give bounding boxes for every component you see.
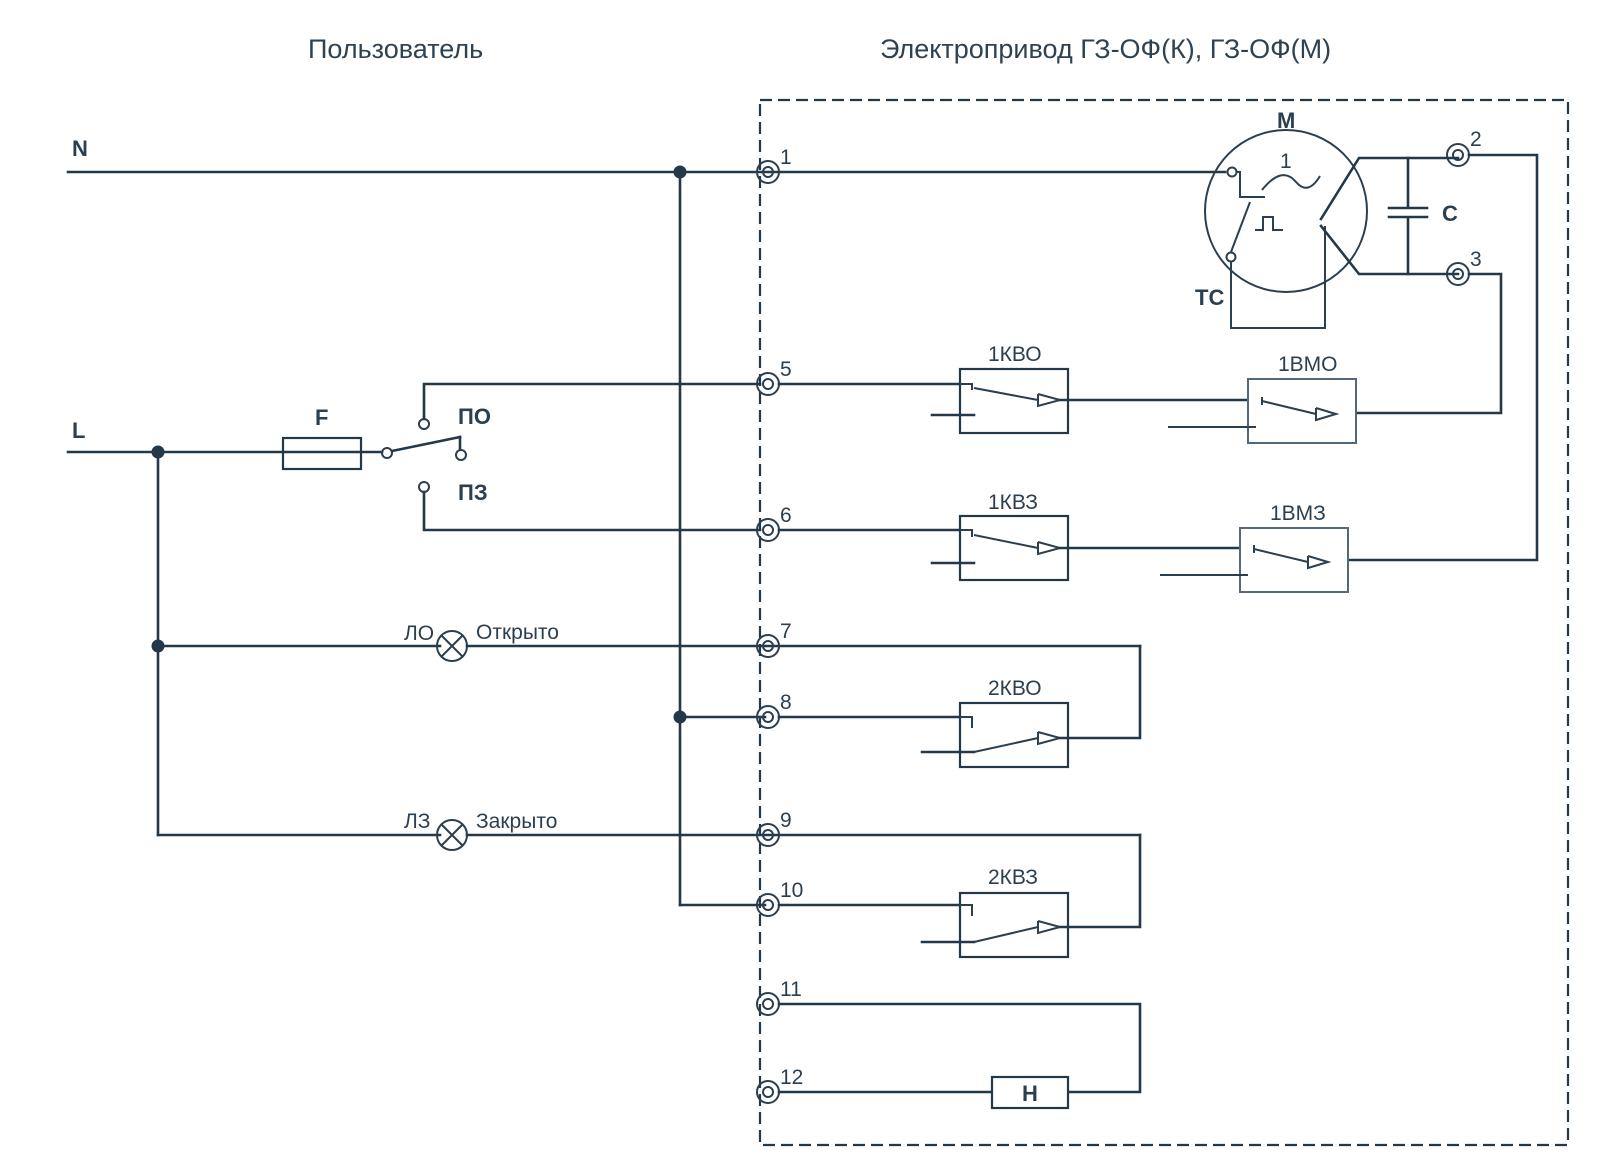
phase-label: L bbox=[72, 418, 85, 443]
capacitor-label: С bbox=[1442, 201, 1458, 226]
header-actuator: Электропривод ГЗ-ОФ(К), ГЗ-ОФ(М) bbox=[880, 34, 1331, 64]
terminal-1-label: 1 bbox=[780, 146, 792, 169]
switch-pivot bbox=[381, 447, 393, 459]
terminal-8-label: 8 bbox=[780, 691, 792, 714]
neutral-label: N bbox=[72, 136, 88, 161]
terminal-10-label: 10 bbox=[780, 879, 803, 902]
lamp-open-id: ЛО bbox=[404, 622, 434, 645]
terminal-9-label: 9 bbox=[780, 809, 792, 832]
switch-open-label: ПО bbox=[458, 404, 491, 429]
switch-1vmz bbox=[1239, 527, 1349, 593]
junction-dot bbox=[673, 165, 687, 179]
fuse-label: F bbox=[315, 405, 328, 430]
switch-1vmo-label: 1ВМО bbox=[1278, 353, 1338, 376]
lamp-close-id: ЛЗ bbox=[404, 810, 430, 833]
switch-contact-open bbox=[418, 418, 430, 430]
terminal-2 bbox=[1446, 143, 1470, 167]
header-user: Пользователь bbox=[308, 34, 483, 64]
heater bbox=[990, 1075, 1070, 1110]
heater-label: Н bbox=[1022, 1081, 1038, 1106]
switch-2kvo-label: 2КВО bbox=[988, 677, 1042, 700]
fuse bbox=[281, 436, 363, 471]
thermal-contact bbox=[1230, 201, 1251, 253]
lamp-open-text: Открыто bbox=[476, 621, 559, 644]
terminal-5-label: 5 bbox=[780, 358, 792, 381]
terminal-11-label: 11 bbox=[780, 978, 802, 1001]
terminal-1 bbox=[756, 160, 780, 184]
terminal-7-label: 7 bbox=[780, 620, 792, 643]
switch-blade bbox=[390, 435, 462, 453]
motor bbox=[1204, 129, 1368, 293]
actuator-enclosure bbox=[758, 98, 1570, 1147]
motor-winding-label: 1 bbox=[1280, 150, 1292, 173]
terminal-6-label: 6 bbox=[780, 504, 792, 527]
lamp-close-text: Закрыто bbox=[476, 810, 557, 833]
junction-dot bbox=[673, 710, 687, 724]
motor-label: М bbox=[1277, 108, 1295, 133]
switch-1kvz-label: 1КВЗ bbox=[988, 491, 1038, 514]
switch-1kvz bbox=[958, 514, 1070, 582]
terminal-12 bbox=[756, 1080, 780, 1104]
terminal-3-label: 3 bbox=[1470, 248, 1482, 271]
switch-1kvo bbox=[958, 367, 1070, 435]
switch-1kvo-label: 1КВО bbox=[988, 343, 1042, 366]
thermal-label: ТС bbox=[1195, 285, 1224, 310]
terminal-2-label: 2 bbox=[1470, 128, 1482, 151]
switch-contact-close bbox=[418, 481, 430, 493]
terminal-7 bbox=[756, 634, 780, 658]
switch-2kvz-label: 2КВЗ bbox=[988, 866, 1038, 889]
terminal-12-label: 12 bbox=[780, 1066, 803, 1089]
switch-1vmz-label: 1ВМЗ bbox=[1270, 502, 1326, 525]
switch-close-label: ПЗ bbox=[458, 480, 488, 505]
junction-dot bbox=[151, 445, 165, 459]
terminal-9 bbox=[756, 823, 780, 847]
